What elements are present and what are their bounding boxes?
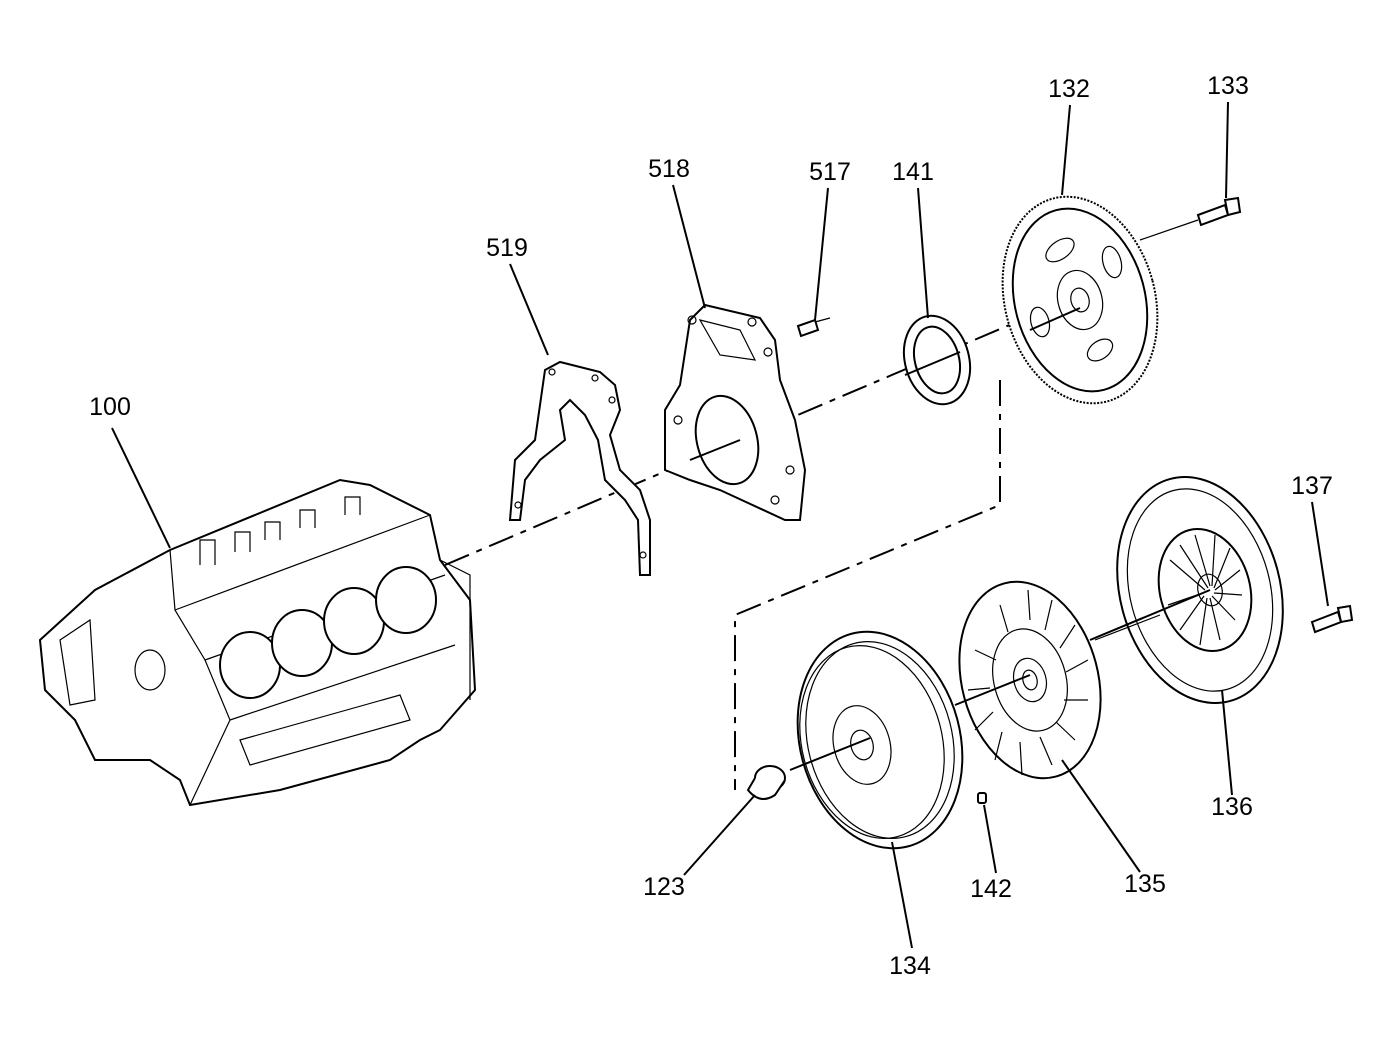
rear-cover-gasket <box>508 360 651 576</box>
dowel-pin <box>977 792 987 804</box>
pressure-plate <box>1116 476 1284 704</box>
rear-seal-housing <box>664 303 807 521</box>
label-142: 142 <box>970 875 1012 903</box>
label-518: 518 <box>648 155 690 183</box>
flywheel-bolt <box>1139 196 1242 241</box>
label-517: 517 <box>809 158 851 186</box>
label-135: 135 <box>1124 870 1166 898</box>
label-100: 100 <box>89 393 131 421</box>
pilot-bearing <box>746 765 786 800</box>
label-519: 519 <box>486 234 528 262</box>
part-axis-lines <box>689 307 1211 771</box>
leader-lines <box>111 101 1329 949</box>
label-136: 136 <box>1211 793 1253 821</box>
label-123: 123 <box>643 873 685 901</box>
pressure-plate-bolt <box>1094 604 1354 641</box>
label-141: 141 <box>892 158 934 186</box>
housing-bolt <box>796 317 831 338</box>
engine-block <box>38 478 477 807</box>
label-134: 134 <box>889 952 931 980</box>
clutch-disc <box>958 580 1102 780</box>
label-132: 132 <box>1048 75 1090 103</box>
flexplate <box>1001 195 1159 405</box>
label-133: 133 <box>1207 72 1249 100</box>
label-137: 137 <box>1291 472 1333 500</box>
part-number-labels: 100 519 518 517 141 132 133 137 136 135 … <box>89 72 1333 980</box>
flywheel <box>796 630 964 850</box>
rear-crank-oil-seal <box>902 314 972 406</box>
